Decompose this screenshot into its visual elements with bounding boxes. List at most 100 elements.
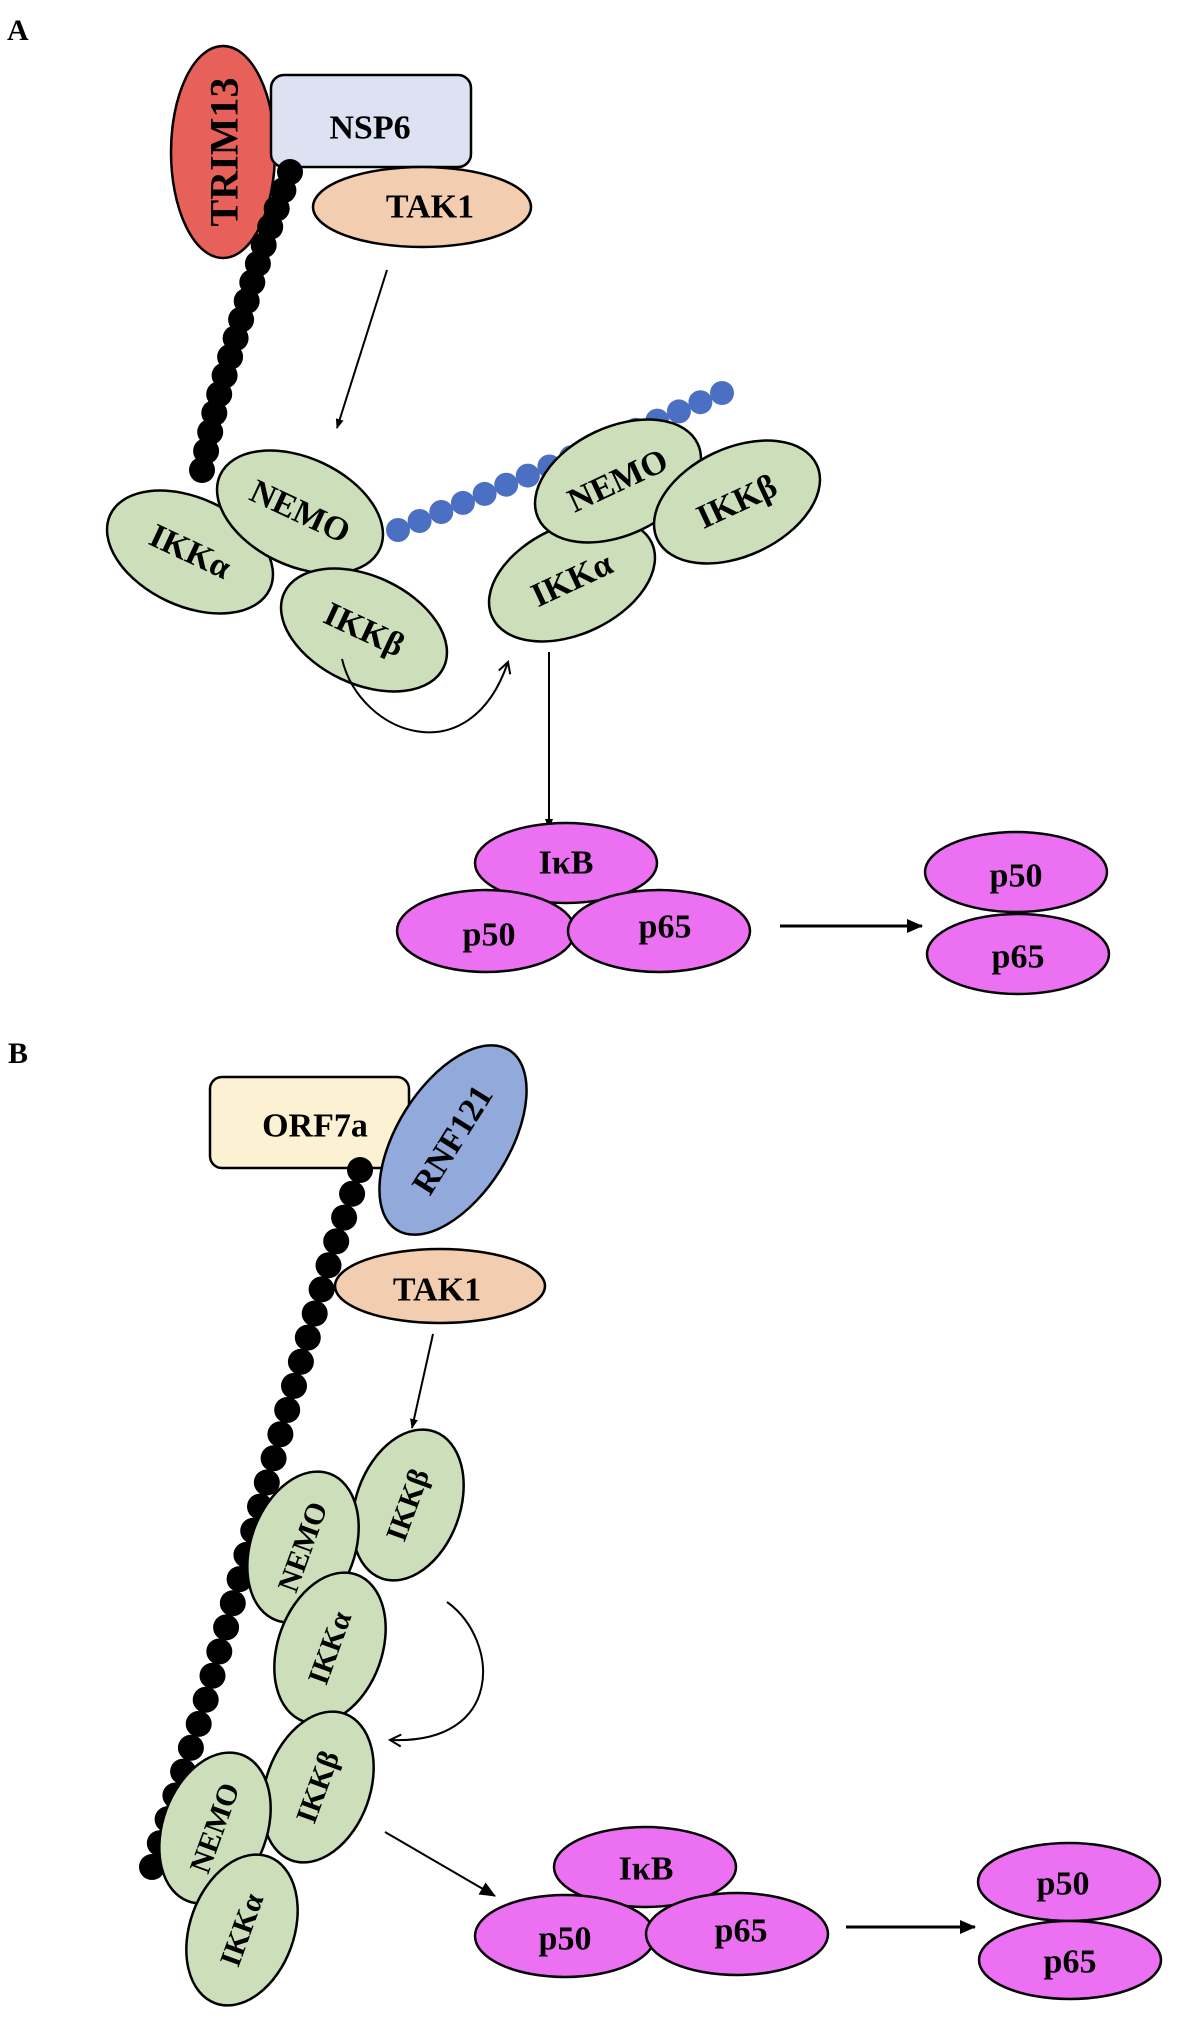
- ikk-complex-1-b: IKKβ NEMO IKKα: [246, 1428, 465, 1725]
- ubiquitin-bead: [267, 1421, 294, 1448]
- ubiquitin-bead: [666, 399, 691, 424]
- p50-node: p50: [923, 830, 1109, 914]
- arrow-ikk-to-nfkb-b: [384, 1831, 496, 1897]
- ubiquitin-bead: [472, 481, 497, 506]
- p65-ellipse: [977, 1919, 1163, 2001]
- arrow-tak1-to-ikk-b: [410, 1333, 434, 1429]
- p50-node: p50: [473, 1893, 657, 1979]
- p50-label: p50: [990, 858, 1043, 895]
- ikka-node: IKKα: [273, 1571, 387, 1725]
- p65-node: p65: [644, 1891, 830, 1977]
- p65-ellipse: [566, 888, 752, 974]
- ikkb-ellipse: [261, 1710, 375, 1864]
- ikkb-node: IKKβ: [351, 1428, 465, 1582]
- curved-arrow-activation-b: [390, 1601, 485, 1740]
- ubiquitin-bead: [429, 500, 454, 524]
- p65-node: p65: [977, 1919, 1163, 2001]
- black-ubiquitin-chain-b: [139, 1157, 373, 1880]
- ubiquitin-bead: [515, 463, 540, 488]
- ubiquitin-bead: [347, 1157, 373, 1183]
- ubiquitin-bead: [450, 490, 475, 515]
- orf7a-node: ORF7a: [208, 1075, 411, 1170]
- ikkb-ellipse: [652, 439, 822, 565]
- rnf121-ellipse: [378, 1044, 528, 1236]
- nemo-ellipse: [215, 449, 385, 575]
- p65-label: p65: [639, 909, 692, 946]
- ikk-complex-2-a: IKKα NEMO IKKβ: [487, 418, 822, 643]
- p65-ellipse: [925, 912, 1111, 996]
- ubiquitin-bead: [688, 390, 713, 415]
- ubiquitin-bead: [206, 1638, 233, 1665]
- ikk-complex-2-b: IKKβ NEMO IKKα: [158, 1710, 375, 2007]
- ikb-label: IκB: [539, 845, 594, 882]
- ubiquitin-bead: [339, 1180, 366, 1207]
- black-ubiquitin-chain-a: [189, 159, 303, 483]
- ubiquitin-bead: [213, 1614, 240, 1641]
- ikb-node: IκB: [473, 821, 659, 905]
- ubiquitin-bead: [199, 1662, 226, 1689]
- p65-label: p65: [715, 1913, 768, 1950]
- nfkb-inactive-complex-b: IκB p50 p65: [473, 1825, 830, 1979]
- ikka-ellipse: [185, 1853, 299, 2007]
- p50-node: p50: [976, 1841, 1162, 1923]
- ikkb-node: IKKβ: [652, 439, 822, 565]
- ikb-ellipse: [552, 1825, 738, 1909]
- tak1-label-a: TAK1: [386, 189, 474, 226]
- ubiquitin-bead: [260, 1445, 287, 1472]
- nfkb-active-dimer-a: p50 p65: [923, 830, 1111, 996]
- nfkb-inactive-complex-a: IκB p50 p65: [395, 821, 752, 974]
- curved-arrow-activation-a: [341, 658, 508, 734]
- p50-label: p50: [463, 917, 516, 954]
- ubiquitin-bead: [407, 509, 432, 533]
- ubiquitin-bead: [287, 1348, 314, 1375]
- ubiquitin-bead: [226, 1566, 253, 1593]
- arrow-tak1-to-ikk-a: [335, 269, 388, 429]
- p65-node: p65: [925, 912, 1111, 996]
- ubiquitin-bead: [281, 1372, 307, 1399]
- nemo-node: NEMO: [533, 418, 703, 544]
- p50-node: p50: [395, 888, 577, 974]
- nsp6-node: NSP6: [269, 73, 473, 169]
- tak1-node-b: TAK1: [333, 1247, 547, 1325]
- ubiquitin-bead: [308, 1276, 335, 1303]
- ubiquitin-bead: [192, 1686, 219, 1713]
- panel-label-a: A: [7, 14, 29, 47]
- nfkb-active-dimer-b: p50 p65: [976, 1841, 1163, 2001]
- p50-label: p50: [539, 1921, 592, 1958]
- ubiquitin-bead: [219, 1590, 246, 1617]
- ubiquitin-bead: [386, 518, 410, 542]
- tak1-ellipse-a: [311, 165, 533, 249]
- ikb-ellipse: [473, 821, 659, 905]
- ubiquitin-bead: [331, 1204, 358, 1231]
- ikka-node: IKKα: [185, 1853, 299, 2007]
- trim13-label: TRIM13: [202, 78, 247, 227]
- ikk-complex-1-a: IKKα NEMO IKKβ: [105, 449, 449, 693]
- ubiquitin-bead: [253, 1469, 280, 1496]
- panel-label-b: B: [8, 1037, 28, 1070]
- panel-b: B ORF7a RNF121 TAK1 IKKβ NEMO: [8, 1037, 1163, 2007]
- ubiquitin-bead: [494, 472, 519, 497]
- ubiquitin-bead: [189, 457, 215, 483]
- rnf121-node: RNF121: [378, 1044, 528, 1236]
- tak1-ellipse-b: [333, 1247, 547, 1325]
- nsp6-box: [269, 73, 473, 169]
- p65-node: p65: [566, 888, 752, 974]
- ubiquitin-bead: [274, 1397, 301, 1423]
- ubiquitin-bead: [177, 1734, 204, 1761]
- ikkb-ellipse: [351, 1428, 465, 1582]
- tak1-node-a: TAK1: [311, 165, 533, 249]
- p50-ellipse: [923, 830, 1109, 914]
- trim13-node: TRIM13: [169, 44, 277, 260]
- p50-label: p50: [1037, 1866, 1090, 1903]
- p65-ellipse: [644, 1891, 830, 1977]
- p65-label: p65: [1044, 1944, 1097, 1981]
- nsp6-label: NSP6: [329, 110, 410, 147]
- ubiquitin-bead: [294, 1324, 321, 1351]
- ikb-node: IκB: [552, 1825, 738, 1909]
- ubiquitin-bead: [710, 381, 734, 405]
- tak1-label-b: TAK1: [393, 1272, 481, 1309]
- ikkb-node: IKKβ: [279, 567, 449, 693]
- ubiquitin-bead: [323, 1228, 350, 1255]
- ikkb-node: IKKβ: [261, 1710, 375, 1864]
